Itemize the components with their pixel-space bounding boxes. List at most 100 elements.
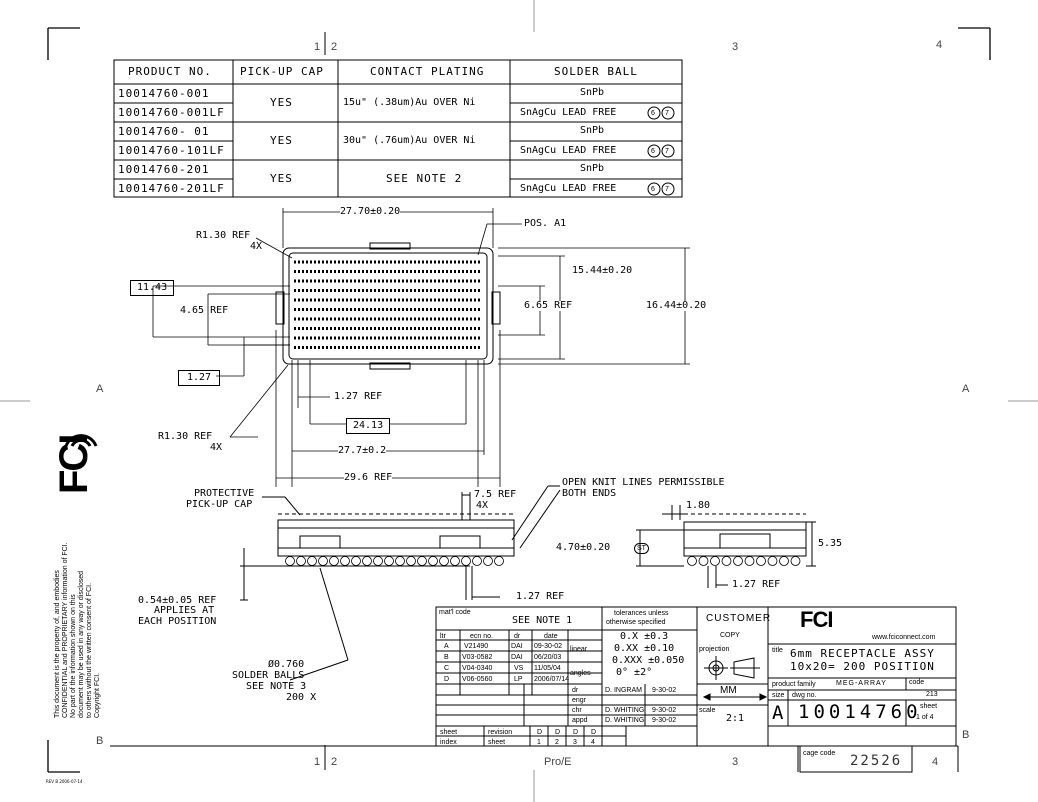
scale-value: 2:1	[726, 713, 745, 724]
zone-left-a: A	[96, 383, 104, 395]
solder-ball	[710, 556, 720, 566]
solder-ball	[744, 556, 755, 566]
sheet-number: 1	[537, 739, 541, 746]
dim-16-44: 16.44±0.20	[646, 300, 707, 311]
scale-label: scale	[699, 707, 716, 714]
zone-bottom-3: 3	[732, 756, 739, 768]
label-see-note-3: SEE NOTE 3	[246, 681, 307, 692]
note-6-marker: 6	[651, 148, 655, 155]
tolerances-label: tolerances unless	[614, 610, 669, 617]
role-label: chr	[572, 707, 582, 714]
dim-ball-diameter: Ø0.760	[268, 659, 305, 670]
note-7-marker: 7	[665, 186, 669, 193]
dim-1-27-ref: 1.27 REF	[334, 391, 383, 402]
role-name: D. WHITING	[605, 707, 645, 714]
dim-radius-bottom: R1.30 REF	[158, 431, 213, 442]
solder-ball	[362, 556, 372, 566]
role-name: D. INGRAM	[605, 687, 642, 694]
pickup-cap-value: YES	[270, 134, 293, 147]
sheet-row-label: sheet	[440, 729, 458, 736]
dim-4-70: 4.70±0.20	[556, 542, 611, 553]
angles-label: angles	[570, 670, 591, 677]
rev-dr: VS	[514, 665, 524, 672]
note-6-marker: 6	[651, 186, 655, 193]
sheet-number: 2	[555, 739, 559, 746]
rev-dr: DAI	[511, 654, 523, 661]
rev-ltr: D	[444, 676, 450, 683]
solder-ball	[428, 556, 438, 566]
zone-left-b: B	[96, 735, 104, 747]
dim-11-43: 11.43	[130, 280, 175, 296]
zone-bottom-4: 4	[932, 756, 939, 768]
dim-1-27-front: 1.27 REF	[516, 591, 565, 602]
notice-line: document may be used in any way or discl…	[78, 570, 85, 718]
rev-ecn: V03-0582	[462, 654, 493, 661]
zone-bottom-1: 1	[314, 756, 321, 768]
rev-ltr: B	[444, 654, 449, 661]
sheet-sub-label: sheet	[488, 739, 506, 746]
dim-radius-top-count: 4X	[250, 241, 263, 252]
rev-date: 2006/07/14	[534, 676, 570, 683]
plating-value: 30u" (.76um)Au OVER Ni	[343, 135, 476, 146]
dim-24-13: 24.13	[346, 418, 391, 434]
label-solder-balls: SOLDER BALLS	[232, 670, 305, 681]
matl-see-note-1: SEE NOTE 1	[512, 615, 573, 626]
units-label: MM	[720, 685, 737, 696]
code-value: 213	[926, 691, 938, 698]
rev-ecn: V21490	[464, 643, 489, 650]
note-7-marker: 7	[665, 148, 669, 155]
rev-header-dr: dr	[514, 633, 521, 640]
dim-radius-top: R1.30 REF	[196, 230, 251, 241]
sheet-label: sheet	[920, 703, 938, 710]
label-applies-at: APPLIES AT	[154, 605, 215, 616]
solder-ball	[450, 556, 460, 566]
index-row-label: index	[440, 739, 457, 746]
dim-1-80: 1.80	[686, 500, 711, 511]
sheet-revision: D	[555, 729, 561, 736]
solder-ball	[307, 556, 317, 566]
rev-ltr: C	[444, 665, 450, 672]
solder-ball	[790, 556, 801, 566]
label-each-position: EACH POSITION	[138, 616, 217, 627]
solder-ball	[395, 556, 405, 566]
solder-ball	[461, 556, 471, 566]
label-open-knit: OPEN KNIT LINES PERMISSIBLE	[562, 477, 725, 488]
matl-code-label: mat'l code	[439, 609, 471, 616]
solder-ball-value: SnPb	[580, 87, 605, 98]
solder-ball	[417, 556, 427, 566]
part-number: 10014760-001	[118, 87, 210, 100]
rev-ecn: V06-0560	[462, 676, 493, 683]
pickup-cap-value: YES	[270, 96, 293, 109]
label-protective: PROTECTIVE	[194, 488, 255, 499]
plating-value: SEE NOTE 2	[386, 172, 463, 185]
zone-right-b: B	[962, 729, 970, 741]
dim-1-27-box: 1.27	[178, 370, 221, 386]
tol-xxx: 0.XXX ±0.050	[612, 655, 685, 666]
rev-date: 09-30-02	[534, 643, 563, 650]
fci-logo: FCI	[50, 430, 110, 500]
rev-date: 06/20/03	[534, 654, 562, 661]
role-label: dr	[572, 687, 579, 694]
notice-line: to others without the written consent of…	[86, 582, 93, 718]
dim-radius-bottom-count: 4X	[210, 442, 223, 453]
header-solder-ball: SOLDER BALL	[554, 65, 638, 78]
size-value: A	[772, 702, 788, 724]
part-number: 10014760-001LF	[118, 106, 225, 119]
rev-ecn: V04-0340	[462, 665, 493, 672]
dim-7-5: 7.5 REF	[474, 489, 517, 500]
solder-ball	[329, 556, 339, 566]
label-both-ends: BOTH ENDS	[562, 488, 617, 499]
rev-date: 11/05/04	[534, 665, 561, 672]
label-ball-count: 200 X	[286, 692, 317, 703]
role-label: engr	[572, 697, 587, 704]
solder-ball	[472, 556, 482, 566]
part-number: 10014760- 01	[118, 125, 210, 138]
sheet-revision: D	[573, 729, 579, 736]
solder-ball	[373, 556, 383, 566]
projection-label: projection	[699, 646, 730, 653]
solder-ball-value: SnPb	[580, 125, 605, 136]
solder-ball-value: SnPb	[580, 163, 605, 174]
linear-label: linear	[570, 646, 588, 653]
otherwise-label: otherwise specified	[606, 619, 666, 626]
